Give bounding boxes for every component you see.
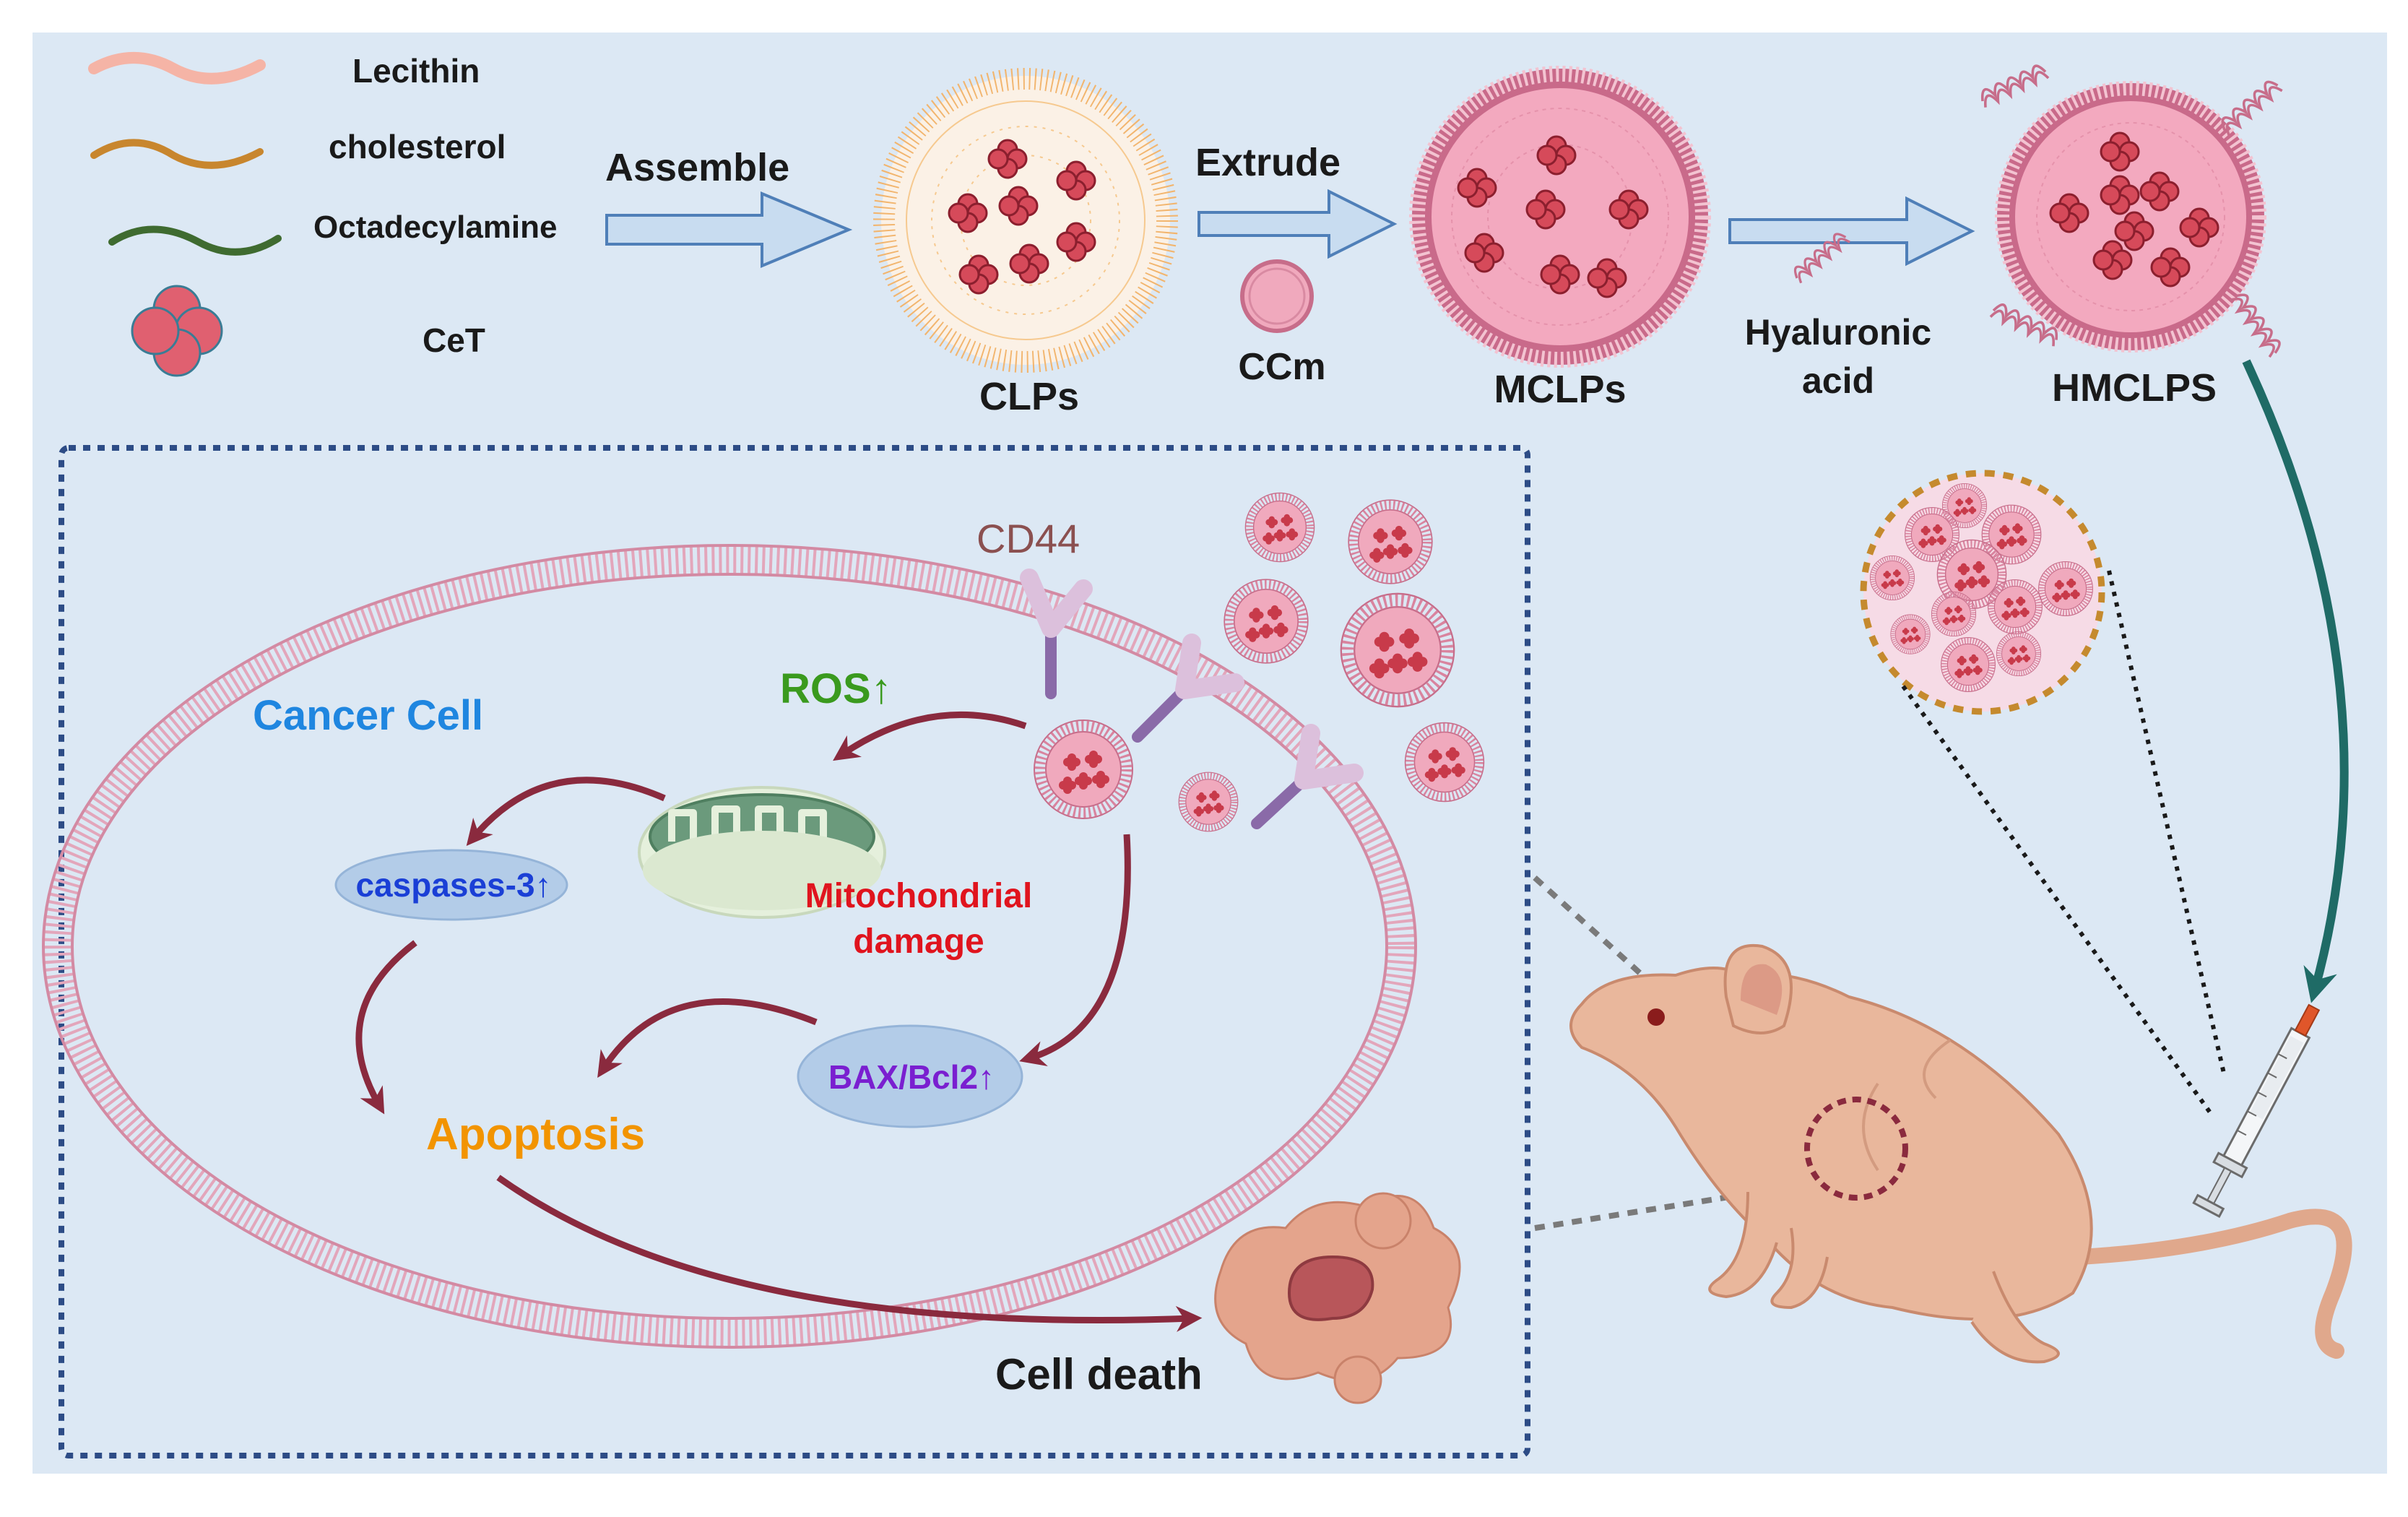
- ros-label: ROS↑: [780, 665, 892, 712]
- cd44-label: CD44: [976, 516, 1080, 561]
- mouse: [1569, 943, 2352, 1364]
- extrude-label: Extrude: [1195, 141, 1341, 184]
- cell-death-label: Cell death: [995, 1350, 1203, 1399]
- cell-mechanism-frame: [59, 445, 1530, 1458]
- cd44-receptor: [1020, 569, 1093, 699]
- arrow-bax-to-apoptosis: [597, 998, 818, 1079]
- lecithin-chain-icon: [88, 52, 266, 85]
- hmclps-nanoparticle: [1179, 772, 1238, 831]
- particle-zoom-circle: [1860, 470, 2105, 715]
- arrow-particle-to-bax: [1019, 834, 1131, 1067]
- hmclps-nanoparticle: [1034, 720, 1132, 818]
- clps-label: CLPs: [979, 375, 1080, 418]
- legend-lecithin-label: Lecithin: [352, 52, 480, 90]
- hyaluronic-label-line2: acid: [1801, 360, 1875, 401]
- syringe: [2192, 1003, 2321, 1218]
- mouse-front-leg: [1770, 1227, 1829, 1310]
- zoom-line: [1901, 685, 2212, 1114]
- hmclps-nanoparticle: [1341, 594, 1454, 706]
- assemble-label: Assemble: [605, 146, 790, 189]
- octadecylamine-chain-icon: [108, 225, 282, 256]
- extrude-arrow: [1197, 189, 1398, 259]
- mclps-particle: [1409, 66, 1711, 368]
- clps-particle: [873, 68, 1178, 373]
- hyaluronic-label: Hyaluronic: [1744, 312, 1932, 353]
- bax-bcl2-label: BAX/Bcl2↑: [828, 1058, 995, 1096]
- arrow-apoptosis-to-cell-death: [496, 1175, 1203, 1332]
- mouse-tail: [2072, 1209, 2352, 1359]
- arrow-particle-to-ros: [833, 711, 1027, 761]
- cancer-cell-label: Cancer Cell: [253, 692, 484, 739]
- legend-octadecylamine-label: Octadecylamine: [313, 209, 558, 245]
- hyaluronic-arrow: [1728, 196, 1975, 267]
- mouse-front-leg: [1708, 1191, 1778, 1299]
- legend-cholesterol-label: cholesterol: [329, 128, 506, 165]
- hmclps-nanoparticle: [1348, 500, 1432, 584]
- caspases-badge: [334, 849, 568, 921]
- ccm-label: CCm: [1238, 346, 1326, 388]
- hmclps-nanoparticle: [1245, 493, 1314, 561]
- arrow-caspases-to-apoptosis: [355, 940, 417, 1115]
- cd44-receptor: [1132, 634, 1244, 743]
- mclps-label: MCLPs: [1494, 368, 1627, 411]
- dying-cell: [1214, 1192, 1461, 1404]
- mouse-eye: [1647, 1008, 1665, 1026]
- hmclps-particle: [1995, 81, 2266, 353]
- cholesterol-chain-icon: [90, 139, 264, 169]
- arrow-mito-to-caspases: [466, 777, 666, 847]
- hmclps-nanoparticle: [1406, 723, 1484, 802]
- assemble-arrow: [605, 191, 853, 268]
- cancer-cell-membrane: [42, 544, 1417, 1349]
- mouse-hind-leg: [1970, 1271, 2060, 1364]
- bax-badge: [797, 1024, 1023, 1128]
- hmclps-nanoparticle: [1224, 579, 1308, 663]
- injection-path-arrow: [2242, 359, 2349, 1003]
- tumor-site: [1804, 1097, 1908, 1201]
- mitochondrial-damage-label: Mitochondrial: [805, 877, 1033, 915]
- cd44-receptor: [1251, 724, 1364, 829]
- ccm-vesicle: [1240, 259, 1314, 333]
- hmclps-label: HMCLPS: [2052, 366, 2217, 410]
- cet-icon: [131, 285, 223, 377]
- legend-cet-label: CeT: [423, 321, 485, 359]
- caspases-label: caspases-3↑: [355, 866, 552, 904]
- mitochondrial-damage-label-line2: damage: [853, 922, 984, 961]
- apoptosis-label: Apoptosis: [426, 1110, 646, 1159]
- mitochondrion: [638, 786, 886, 919]
